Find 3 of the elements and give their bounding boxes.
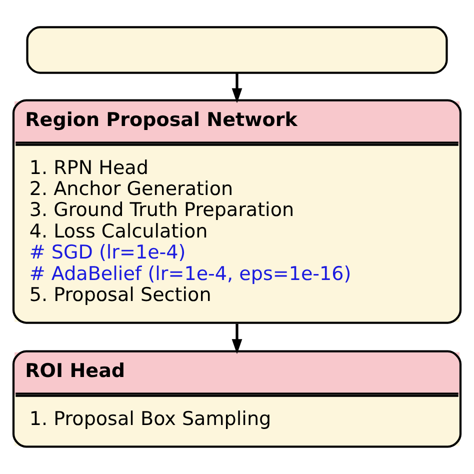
arrow <box>232 72 242 103</box>
arrow <box>232 323 242 354</box>
node-box <box>26 26 448 74</box>
